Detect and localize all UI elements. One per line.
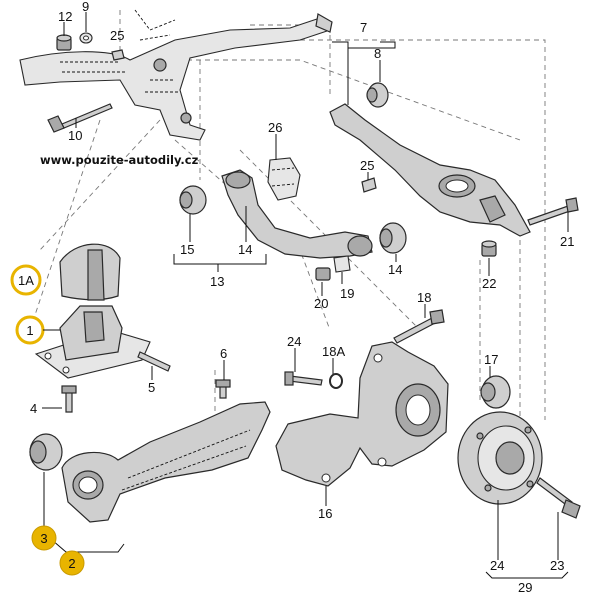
highlight-label-2: 2 [68,556,75,571]
subframe-assembly [19,9,333,141]
callout-26: 26 [268,120,282,135]
circlip-18A [329,373,343,389]
bracket-26 [267,157,301,201]
bolt-24-left [284,371,323,386]
callout-8: 8 [374,46,381,61]
highlight-label-3: 3 [40,531,47,546]
bushing-8 [366,82,389,108]
highlight-label-1A: 1A [18,273,34,288]
callout-7: 7 [360,20,367,35]
highlight-1: 1 [15,315,60,345]
bolt-25-right [361,177,377,193]
callout-12: 12 [58,9,72,24]
callout-14-arm: 14 [238,242,252,257]
callout-25-right: 25 [360,158,374,173]
link-arm-14 [221,169,373,259]
highlight-3: 3 [31,525,57,551]
callout-19: 19 [340,286,354,301]
callout-15: 15 [180,242,194,257]
rubber-buffer-1A [59,243,121,301]
bolt-18 [393,309,445,344]
callout-14-bushing: 14 [388,262,402,277]
bushing-14-right [379,222,407,254]
bolt-10 [47,103,113,133]
hub-bolt-23 [536,477,581,519]
trailing-arm-2 [61,401,271,523]
watermark-text: www.pouzite-autodily.cz [40,153,199,167]
callout-10: 10 [68,128,82,143]
spring-seat-1 [34,305,151,379]
callout-24-hub: 24 [490,558,504,573]
control-arm-7 [329,103,531,237]
callout-18A: 18A [322,344,345,359]
nut-12 [56,34,72,51]
wheel-carrier-16 [275,341,449,487]
nut-22 [481,240,497,257]
callout-9: 9 [82,0,89,14]
highlight-2: 2 [59,550,85,576]
wheel-hub-29 [457,411,543,505]
callout-17: 17 [484,352,498,367]
bolt-21 [527,197,579,226]
callout-20: 20 [314,296,328,311]
callout-6: 6 [220,346,227,361]
nut-20 [315,267,331,281]
callout-29: 29 [518,580,532,595]
callout-24-left: 24 [287,334,301,349]
bolt-4 [61,385,77,413]
bolt-6 [215,379,231,399]
callout-labels: 12 9 25 10 7 8 26 25 15 14 14 13 21 22 2… [30,0,574,595]
callout-18: 18 [417,290,431,305]
callout-21: 21 [560,234,574,249]
callout-22: 22 [482,276,496,291]
bushing-17 [480,375,511,409]
bushing-3 [29,433,63,471]
callout-13: 13 [210,274,224,289]
bushing-15 [179,185,207,215]
callout-16: 16 [318,506,332,521]
leader-lines [42,12,569,579]
highlight-label-1: 1 [26,323,33,338]
bolt-25-top [111,49,125,61]
callout-5: 5 [148,380,155,395]
clip-19 [333,255,351,273]
callout-25-top: 25 [110,28,124,43]
washer-9 [79,32,93,44]
callout-23: 23 [550,558,564,573]
highlight-1A: 1A [10,264,42,296]
callout-4: 4 [30,401,37,416]
highlighted-callouts: 1A 1 3 2 [10,264,85,576]
bolt-5 [137,351,171,372]
